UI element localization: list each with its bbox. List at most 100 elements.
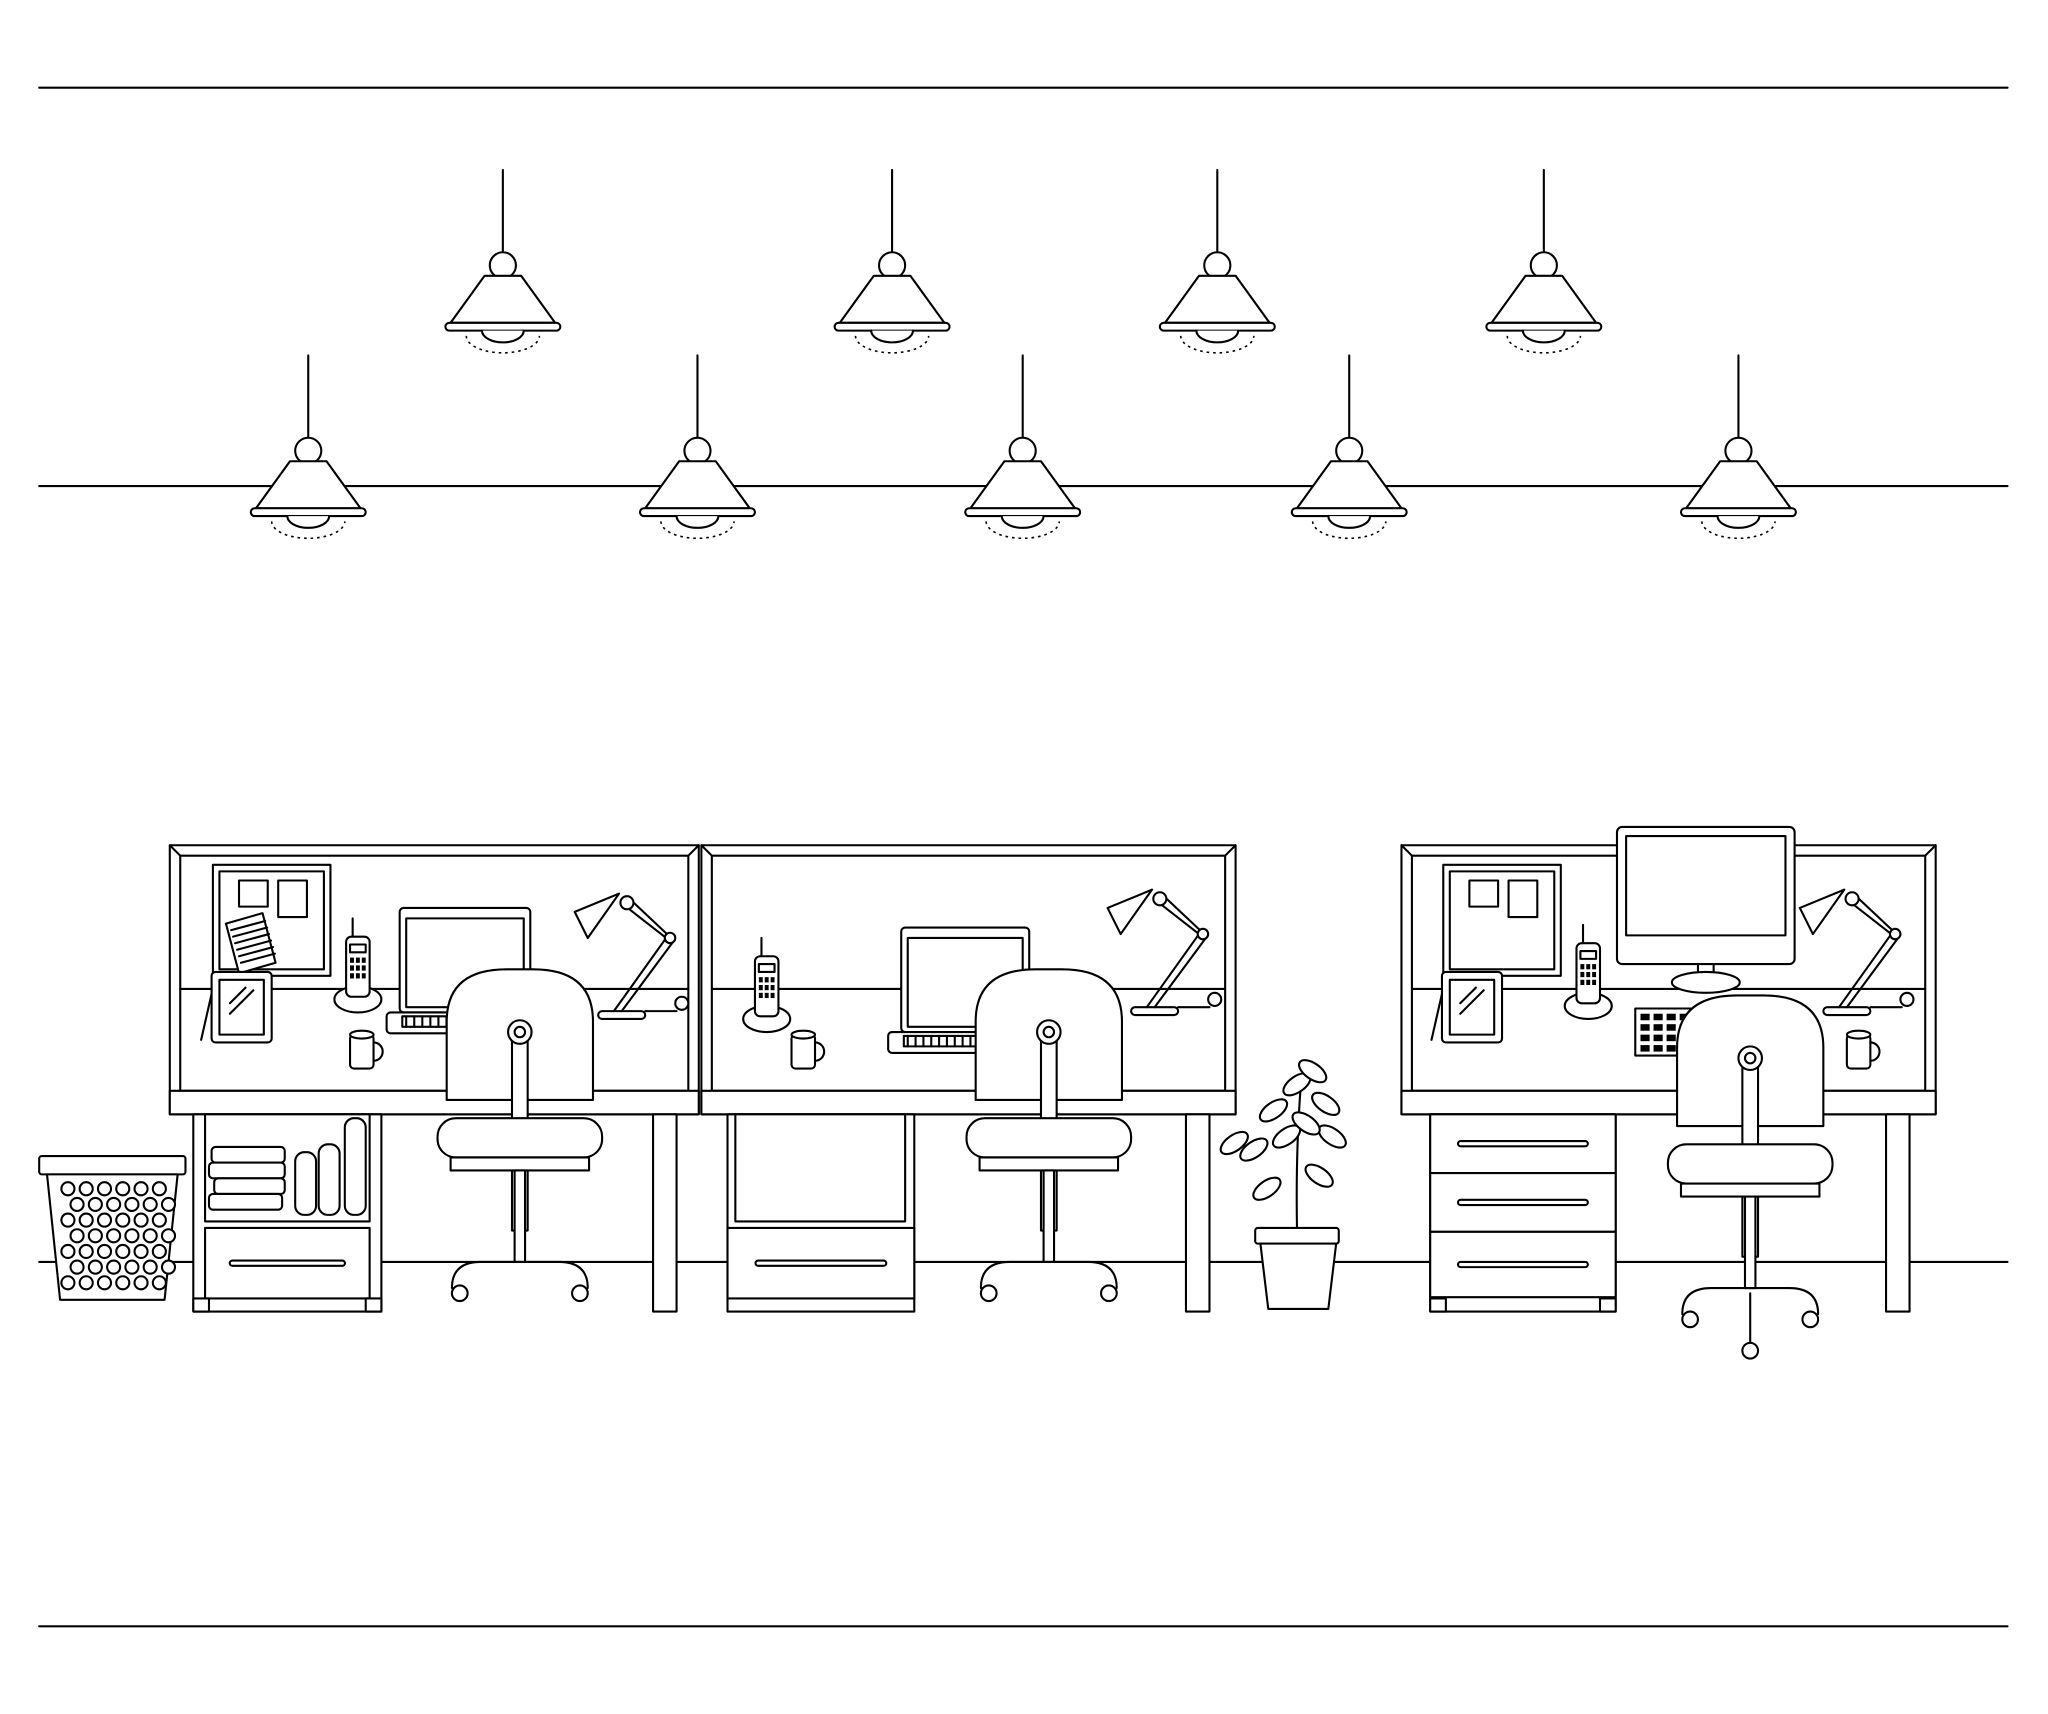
key [1586,979,1591,985]
basket-hole [124,1228,140,1244]
key [1640,1034,1650,1042]
lamp-joint [1844,891,1860,907]
key [1666,1013,1676,1021]
lamp-shade [969,460,1076,510]
lamp-bulb-cap [294,436,323,465]
leaf [1258,1098,1289,1123]
key [355,957,360,963]
pendant-lamp [444,168,562,354]
pendant-lamp [1485,168,1603,354]
key [758,992,763,999]
basket-hole [69,1259,85,1275]
key [758,985,763,991]
book [213,1177,286,1196]
chair-knob-center [1042,1025,1056,1039]
basket-hole [87,1196,103,1213]
leaf [1311,1091,1341,1116]
notepad-line [236,939,273,951]
basket-hole [69,1196,85,1213]
lamp-shade [644,460,751,510]
lamp-glow [854,335,930,354]
lamp-head [1106,888,1154,936]
drawer-handle [1456,1140,1589,1148]
photo-frame-icon [1430,970,1504,1044]
phone-icon [1563,923,1613,1021]
pendant-lamp [1290,354,1408,540]
basket-hole [87,1228,103,1244]
lamp-joint [1196,927,1210,941]
basket-hole [60,1212,76,1228]
lamp-bulb-cap [1203,251,1232,280]
pendant-lamp [964,354,1082,540]
drawer-handle [1456,1260,1589,1269]
key [350,973,354,979]
basket-hole [142,1196,158,1213]
corner [687,844,700,857]
desk-lamp-icon [573,892,690,1021]
mug-body [1845,1033,1872,1070]
bulletin-board [1442,863,1562,977]
lamp-glow [985,521,1061,540]
chair-stem [513,1169,527,1263]
seat-base [449,1156,591,1172]
basket-hole [124,1196,140,1213]
key [1586,971,1591,978]
foot [192,1297,211,1313]
basket-hole [96,1181,113,1197]
lamp-rim [444,321,562,332]
basket-hole [78,1212,94,1228]
wastebasket-icon [38,1155,187,1301]
wheel [979,1284,998,1303]
lamp-switch [1899,991,1915,1007]
desk-leg [1184,1113,1211,1313]
key [764,977,769,983]
key [361,965,366,971]
key [1640,1024,1650,1031]
lamp-arm [623,904,668,940]
reflection [1459,989,1485,1015]
key [1653,1013,1663,1021]
key [1592,979,1597,985]
lamp-bulb [1716,515,1761,529]
key [350,965,354,971]
key [1592,971,1597,978]
lamp-bulb [1195,329,1240,344]
lamp-bulb [1521,329,1566,344]
lamp-arm [1848,900,1893,936]
leaf [1239,1137,1269,1162]
lamp-shade [254,460,362,510]
notepad-line [230,919,267,932]
corner [1224,844,1237,857]
lamp-glow [1311,521,1387,540]
lamp-bulb [870,329,915,344]
notepad-line [239,952,276,964]
pendant-lamp [1679,354,1797,540]
drawer [1429,1113,1617,1175]
note-paper [1507,879,1539,919]
pendant-lamps [249,168,1797,540]
lamp-shade [1490,274,1598,324]
lamp-bulb-cap [1335,436,1364,465]
basket-hole [133,1181,149,1197]
lamp-rim [249,507,367,518]
key [1653,1045,1663,1052]
key [770,985,775,991]
key [1666,1024,1676,1031]
mug-rim [348,1029,375,1040]
drawer-handle [1456,1198,1589,1207]
basket-hole [60,1243,76,1260]
monitor-stand [1670,970,1741,994]
lamp-shade [838,274,946,324]
desk-leg [1884,1113,1911,1313]
desk-front [1400,1089,1937,1116]
corner [700,844,713,857]
lamp-rim [1485,321,1603,332]
key [1640,1045,1650,1052]
pendant-lamp [638,354,756,540]
key [764,992,769,999]
photo-frame-icon [200,970,273,1044]
mug-rim [790,1029,817,1040]
chair-legs [1681,1286,1820,1316]
cubicle-1 [168,844,700,1313]
